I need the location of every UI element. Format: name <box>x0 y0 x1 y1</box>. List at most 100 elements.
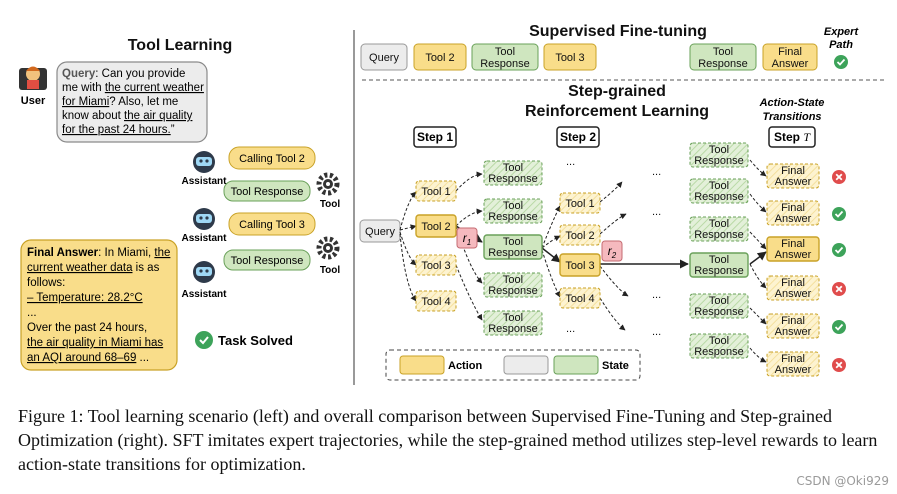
tool-label-2: Tool <box>320 265 341 276</box>
gear-icon <box>316 172 340 196</box>
check-icon <box>832 320 846 334</box>
final-answer-line1: Final <box>781 202 805 214</box>
final-answer-line1: Final <box>781 238 805 250</box>
final-answer-box <box>766 351 820 377</box>
sft-tool-response-line2: Response <box>480 58 530 70</box>
rl-tool3-box <box>415 254 457 276</box>
sft-section: Supervised Fine-tuning Query Tool 2 Tool… <box>360 23 859 71</box>
query-text-span: ” <box>171 124 175 136</box>
tool-response-line2: Response <box>694 306 744 318</box>
final-answer-text: Final Answer: In Miami, the current weath… <box>27 247 170 364</box>
figure-diagram: Tool Learning User Query: Can you provid… <box>19 23 884 385</box>
legend-neutral-swatch <box>503 355 549 375</box>
rl-tool2-box <box>415 214 457 238</box>
stepT-header <box>768 126 816 148</box>
answer-text-span: is as <box>132 262 159 274</box>
tool-response-line2: Response <box>488 285 538 297</box>
query-text-span: know about <box>62 110 124 122</box>
query-text-span: for the past 24 hours. <box>62 124 171 136</box>
tool-response-line2: Response <box>694 155 744 167</box>
query-text: Query: Can you provide me with the curren… <box>62 68 204 136</box>
sft-tool-response2-line2: Response <box>698 58 748 70</box>
answer-text-line: Final Answer: In Miami, the <box>27 247 170 259</box>
final-answer-box <box>766 313 820 339</box>
rl-title-line2: Reinforcement Learning <box>525 103 709 120</box>
sft-tool-response-line1: Tool <box>495 46 515 58</box>
calling-tool-2-label: Calling Tool 2 <box>239 153 305 165</box>
legend-state-swatch <box>553 355 599 375</box>
rl-query-box <box>359 219 401 243</box>
step1-label: Step 1 <box>417 130 453 144</box>
sft-tool2-label: Tool 2 <box>425 52 454 64</box>
final-answer-line1: Final <box>781 315 805 327</box>
ellipsis: ... <box>652 206 661 218</box>
ellipsis: ... <box>566 156 575 168</box>
tool-response-box <box>689 142 749 168</box>
rl-tool3-label: Tool 3 <box>421 260 450 272</box>
query-text-span: Query <box>62 68 96 80</box>
final-answer-line2: Answer <box>775 364 812 376</box>
final-answer-line1: Final <box>781 277 805 289</box>
arrow <box>399 231 417 266</box>
final-answer-box <box>766 236 820 262</box>
query-text-span: : Can you provide <box>95 68 185 80</box>
tool-response-line1: Tool <box>503 274 523 286</box>
reward-r2-box <box>601 240 623 262</box>
tool-response-line1: Tool <box>503 236 523 248</box>
expert-path-line2: Path <box>829 39 853 51</box>
answer-text-span: ... <box>136 352 149 364</box>
task-solved-label: Task Solved <box>218 333 293 348</box>
step2-label: Step 2 <box>560 130 596 144</box>
arrow <box>455 264 483 321</box>
query-text-span: the air quality <box>124 110 193 122</box>
tool-response-label-1: Tool Response <box>231 186 304 198</box>
arrow <box>749 347 767 363</box>
step1-header <box>413 126 457 148</box>
stepT-word: Step <box>774 130 803 144</box>
watermark: CSDN @Oki929 <box>796 474 889 488</box>
reward-r1-label: r1 <box>463 231 471 247</box>
calling-tool-3-label: Calling Tool 3 <box>239 219 305 231</box>
answer-text-span: current weather data <box>27 262 133 274</box>
ellipsis: ... <box>652 166 661 178</box>
answer-text-span: : In Miami, <box>98 247 154 259</box>
legend-action-swatch <box>399 355 445 375</box>
cross-icon <box>832 282 846 296</box>
tool-response-box <box>483 310 543 336</box>
query-text-line: Query: Can you provide <box>62 68 185 80</box>
sft-tool-response-box-2 <box>689 43 757 71</box>
final-answer-line1: Final <box>781 353 805 365</box>
rl-step2-tool4-label: Tool 4 <box>565 293 594 305</box>
answer-text-span: – Temperature: 28.2°C <box>27 292 143 304</box>
answer-text-line: follows: <box>27 277 65 289</box>
arrow <box>399 224 417 231</box>
reward-r1-symbol: r <box>463 231 468 245</box>
sft-final-answer-box <box>762 43 818 71</box>
arrow <box>749 251 767 265</box>
rl-step2-tool4-box <box>559 287 601 309</box>
answer-text-span: Final Answer <box>27 247 99 259</box>
check-icon <box>832 207 846 221</box>
rl-title-line1: Step-grained <box>568 83 666 100</box>
final-answer-line2: Answer <box>775 213 812 225</box>
final-answer-line2: Answer <box>775 326 812 338</box>
check-icon <box>195 331 213 349</box>
arrow <box>541 235 561 249</box>
tool-response-box <box>483 272 543 298</box>
tool-response-line1: Tool <box>503 162 523 174</box>
tool-response-bubble-1 <box>223 180 311 202</box>
answer-text-span: follows: <box>27 277 65 289</box>
arrow <box>749 159 767 177</box>
arrow <box>455 171 483 192</box>
assistant-robot-icon <box>193 208 215 230</box>
answer-text-span: ... <box>27 307 37 319</box>
arrow <box>599 181 623 203</box>
query-text-line: me with the current weather <box>62 82 204 94</box>
rl-step2-tool1-label: Tool 1 <box>565 198 594 210</box>
final-answer-bubble <box>20 239 178 371</box>
tool-response-line2: Response <box>694 346 744 358</box>
reward-r1-subscript: 1 <box>467 238 471 247</box>
answer-text-span: the air quality in Miami has <box>27 337 163 349</box>
reward-r2-subscript: 2 <box>611 251 617 260</box>
tool-response-line2: Response <box>694 229 744 241</box>
